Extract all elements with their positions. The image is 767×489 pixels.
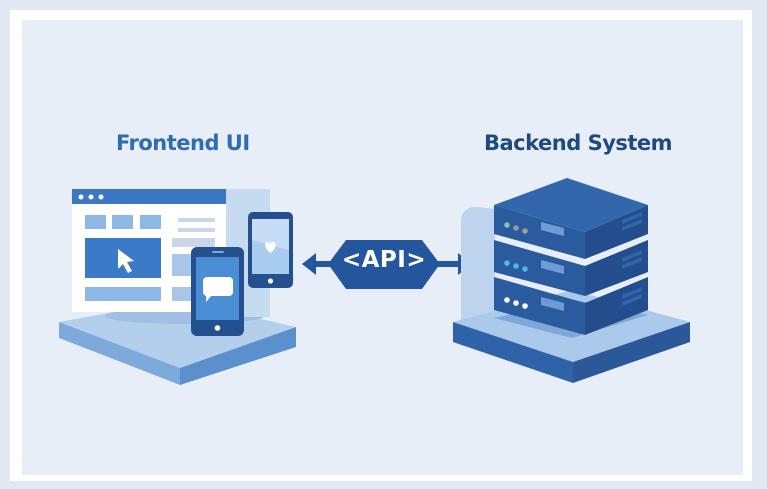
status-led-icon [522, 303, 528, 309]
frontend-title: Frontend UI [116, 131, 250, 155]
smartphone-heart-icon [248, 212, 293, 288]
server-unit-3 [494, 277, 648, 335]
arrow-left-icon [302, 253, 316, 275]
server-unit-1 [494, 178, 648, 259]
api-label: <API> [341, 247, 427, 273]
status-led-icon [504, 297, 510, 303]
status-led-icon [504, 260, 510, 266]
server-unit-2 [494, 240, 648, 296]
smartphone-chat-icon [191, 247, 244, 336]
status-led-icon [522, 228, 528, 234]
status-led-icon [513, 300, 519, 306]
server-leds [504, 222, 528, 309]
server-stack-icon [494, 178, 648, 335]
status-led-icon [513, 225, 519, 231]
chat-bubble-icon [203, 277, 233, 302]
status-led-icon [504, 222, 510, 228]
status-led-icon [513, 263, 519, 269]
heart-icon [265, 242, 276, 253]
backend-title: Backend System [484, 131, 673, 155]
api-hexagon [328, 240, 440, 289]
cursor-icon [118, 249, 134, 273]
backend-back-panel [461, 206, 495, 322]
status-led-icon [522, 266, 528, 272]
